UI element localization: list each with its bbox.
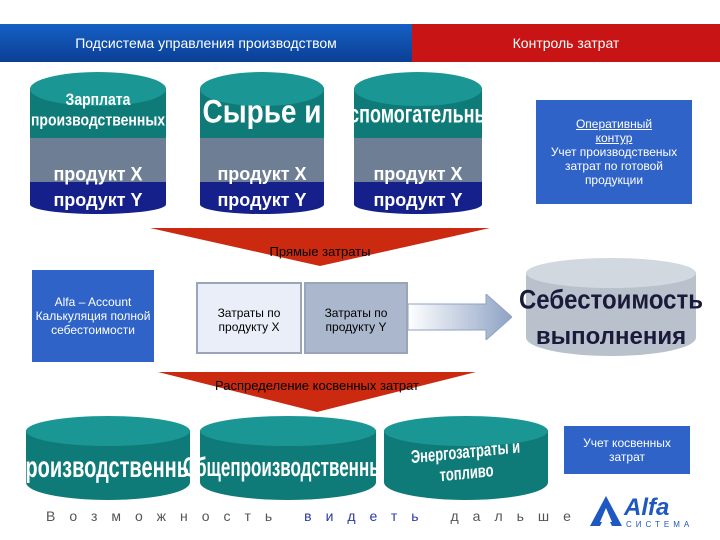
cost-x-box: Затраты по продукту X	[196, 282, 302, 354]
header-left-title: Подсистема управления производством	[0, 24, 412, 62]
indirect-costs-arrow	[158, 372, 476, 412]
cylinder-auxiliary-top-label: Вспомогательные	[336, 99, 500, 128]
header-left-text: Подсистема управления производством	[75, 35, 337, 51]
indirect-costs-label: Распределение косвенных затрат	[214, 378, 420, 393]
cost-cylinder-line1: Себестоимость	[518, 285, 704, 316]
cylinder-auxiliary-line2: продукт Y	[373, 189, 463, 210]
cylinder-energy: Энергозатраты и топливо	[384, 416, 548, 506]
operative-line3: Учет производственых затрат по готовой п…	[550, 145, 678, 187]
footer-part1: Возможность	[46, 508, 287, 524]
operative-line2: контур	[595, 131, 633, 145]
operative-circuit-box: Оперативный контур Учет производственых …	[536, 100, 692, 204]
indirect-costs-box: Учет косвенных затрат	[564, 426, 690, 474]
header-right-title: Контроль затрат	[412, 24, 720, 62]
cylinder-auxiliary: Вспомогательные продукт X продукт Y	[336, 72, 500, 222]
direct-costs-label: Прямые затраты	[269, 244, 371, 259]
cylinder-salary-top-label: Зарплата производственных	[30, 89, 166, 130]
cylinder-production-label: Производственные	[11, 450, 205, 484]
operative-line1: Оперативный	[575, 117, 653, 131]
alfa-account-box: Alfa – Account Калькуляция полной себест…	[32, 270, 154, 362]
cylinder-raw: Сырье и продукт X продукт Y	[200, 72, 324, 222]
direct-costs-arrow	[150, 228, 490, 266]
cylinder-raw-line1: продукт X	[217, 163, 307, 184]
cylinder-general-production-label: Общепроизводственные	[182, 452, 394, 483]
cylinder-general-production: Общепроизводственные	[182, 416, 394, 506]
cost-y-box: Затраты по продукту Y	[304, 282, 408, 354]
cost-y-text: Затраты по продукту Y	[324, 306, 388, 334]
cylinder-raw-line2: продукт Y	[217, 189, 307, 210]
cylinder-production: Производственные	[11, 416, 205, 506]
alfa-logo: Alfa СИСТЕМА	[588, 494, 708, 534]
footer-slogan: Возможность видеть дальше	[46, 508, 585, 524]
header-right-text: Контроль затрат	[512, 35, 620, 51]
alfa-logo-icon	[590, 496, 622, 526]
footer-part3: дальше	[450, 508, 585, 524]
cylinder-salary: Зарплата производственных продукт X прод…	[30, 72, 166, 222]
indirect-costs-box-text: Учет косвенных затрат	[583, 436, 671, 464]
cylinder-auxiliary-line1: продукт X	[373, 163, 463, 184]
cylinder-salary-line2: продукт Y	[53, 189, 143, 210]
cylinder-raw-top-label: Сырье и	[202, 93, 322, 130]
cylinder-salary-line1: продукт X	[53, 162, 143, 185]
alfa-logo-name: Alfa	[624, 494, 670, 521]
footer-part2: видеть	[304, 508, 433, 524]
right-arrow	[408, 294, 512, 340]
alfa-account-text: Alfa – Account Калькуляция полной себест…	[35, 295, 151, 337]
cost-x-text: Затраты по продукту X	[217, 306, 281, 334]
cost-cylinder: Себестоимость выполнения	[518, 258, 704, 370]
cost-cylinder-line2: выполнения	[535, 323, 687, 350]
alfa-logo-sub: СИСТЕМА	[626, 520, 694, 529]
